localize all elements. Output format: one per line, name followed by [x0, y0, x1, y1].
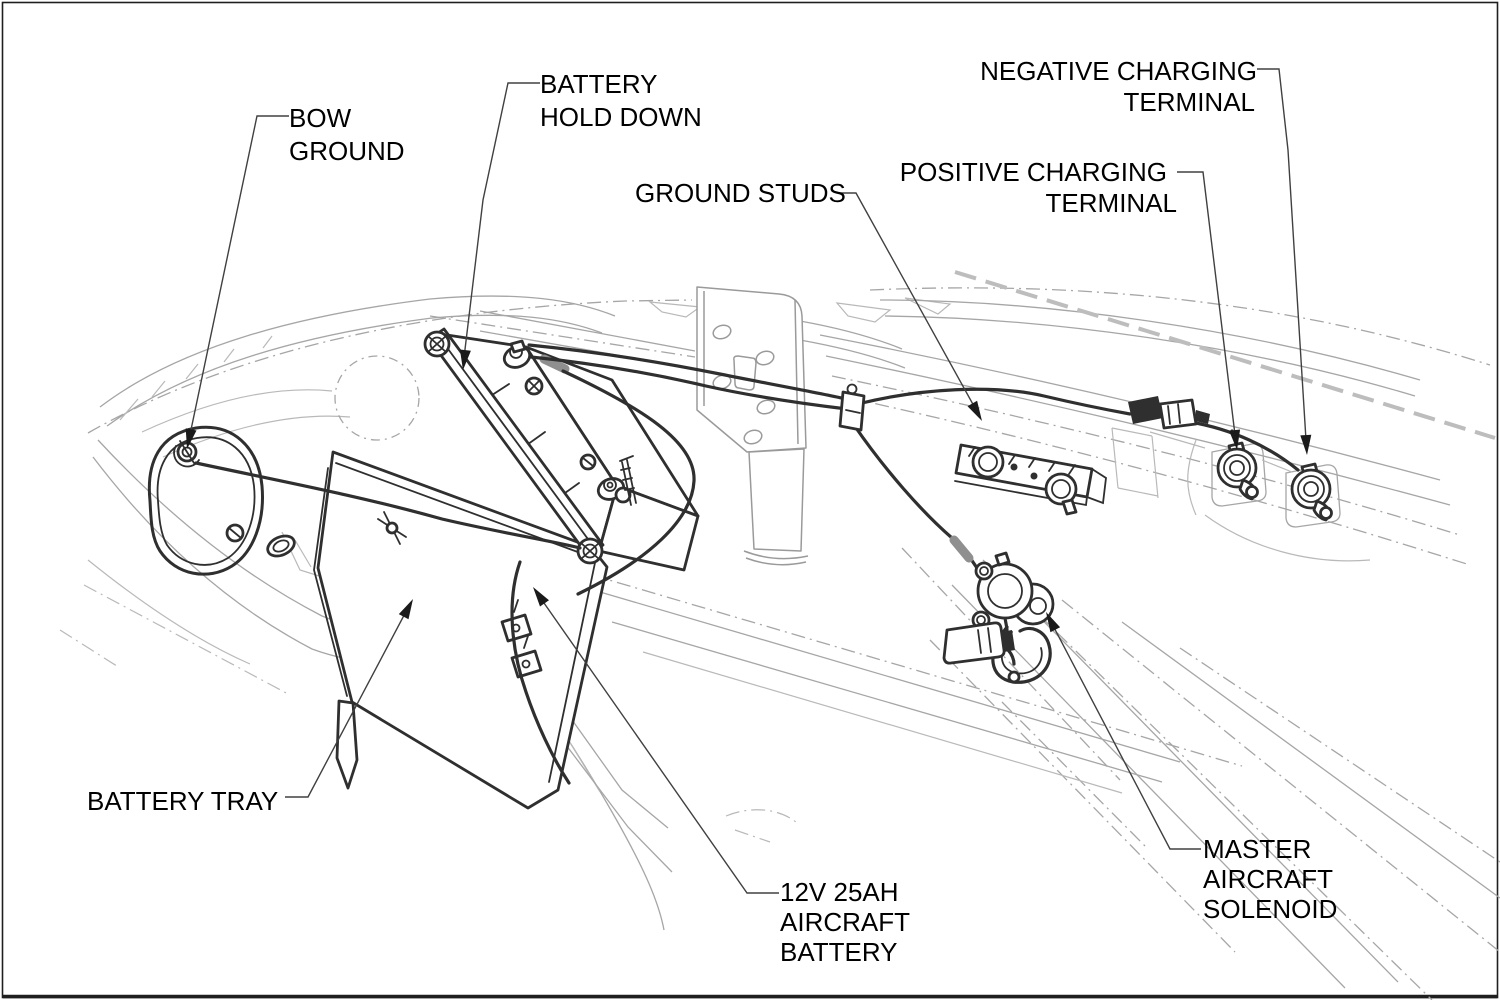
label-negative-charging-terminal-line2: TERMINAL — [1124, 87, 1255, 117]
label-positive-charging-terminal-line2: TERMINAL — [1046, 188, 1177, 218]
label-positive-charging-terminal: POSITIVE CHARGING TERMINAL — [900, 157, 1177, 218]
label-battery-hold-down-line1: BATTERY — [540, 69, 658, 99]
leader-positive-charging-terminal — [1177, 171, 1237, 444]
leader-master-aircraft-solenoid — [1048, 617, 1201, 850]
leader-arrow-negative-charging-terminal — [1300, 434, 1312, 455]
label-positive-charging-terminal-line1: POSITIVE CHARGING — [900, 157, 1167, 187]
label-ground-studs: GROUND STUDS — [635, 178, 846, 208]
ground-studs-assembly — [954, 443, 1107, 516]
leader-bow-ground — [187, 115, 289, 445]
leader-lines — [185, 68, 1312, 894]
leader-arrow-master-aircraft-solenoid — [1046, 612, 1061, 633]
labels: BOW GROUND BATTERY HOLD DOWN GROUND STUD… — [87, 56, 1337, 967]
label-battery-tray-line1: BATTERY TRAY — [87, 786, 278, 816]
leader-negative-charging-terminal — [1257, 68, 1307, 441]
tray-strap — [335, 699, 359, 790]
label-battery-hold-down-line2: HOLD DOWN — [540, 102, 702, 132]
label-negative-charging-terminal-line1: NEGATIVE CHARGING — [980, 56, 1257, 86]
leader-arrow-aircraft-battery — [533, 587, 549, 607]
label-master-aircraft-solenoid-line1: MASTER — [1203, 834, 1311, 864]
leader-arrow-bow-ground — [185, 428, 197, 449]
tray-descending-wire — [510, 560, 571, 785]
ground-stud-left — [971, 445, 1005, 479]
battery-cable-arc — [561, 369, 696, 596]
tray-bolt — [385, 521, 399, 535]
negative-terminal-wire — [1188, 420, 1300, 472]
solenoid-ear-bolt-1 — [974, 561, 994, 581]
master-solenoid-assembly — [942, 551, 1055, 684]
detail-callout-circle — [334, 355, 420, 441]
cable-clamp-1 — [500, 613, 533, 643]
label-bow-ground-line1: BOW — [289, 103, 352, 133]
leader-arrow-battery-hold-down — [459, 349, 471, 370]
solenoid-connector — [942, 621, 1006, 665]
bracket-hole — [712, 324, 732, 340]
wiring — [194, 343, 1300, 785]
leader-aircraft-battery — [536, 592, 779, 894]
label-aircraft-battery-line2: AIRCRAFT — [780, 907, 910, 937]
label-master-aircraft-solenoid-line2: AIRCRAFT — [1203, 864, 1333, 894]
label-master-aircraft-solenoid-line3: SOLENOID — [1203, 894, 1337, 924]
bracket-hole — [743, 429, 763, 445]
solenoid-wire-loop — [991, 625, 1052, 684]
bracket-hole — [712, 374, 732, 390]
bow-ground-wire — [194, 461, 582, 550]
harness-to-connector — [860, 387, 1132, 416]
terminal-nut — [614, 486, 632, 504]
positive-cable-upper — [527, 343, 848, 401]
leader-arrow-positive-charging-terminal — [1229, 429, 1241, 450]
inline-connector-body — [1128, 396, 1163, 424]
leader-arrow-battery-tray — [398, 599, 413, 620]
label-bow-ground-line2: GROUND — [289, 136, 405, 166]
battery-part — [423, 327, 700, 572]
leader-battery-hold-down — [462, 82, 540, 367]
label-ground-studs-line1: GROUND STUDS — [635, 178, 846, 208]
bracket-slot — [733, 355, 757, 391]
label-aircraft-battery: 12V 25AH AIRCRAFT BATTERY — [780, 877, 910, 967]
label-master-aircraft-solenoid: MASTER AIRCRAFT SOLENOID — [1203, 834, 1337, 924]
bow-ground-assembly — [147, 425, 296, 576]
label-battery-hold-down: BATTERY HOLD DOWN — [540, 69, 702, 132]
label-aircraft-battery-line3: BATTERY — [780, 937, 898, 967]
leader-ground-studs — [838, 192, 981, 418]
heat-shrink-band — [949, 535, 974, 563]
bracket-hole — [756, 399, 776, 415]
threaded-rod — [619, 455, 637, 506]
positive-cable-lower — [529, 355, 849, 411]
leader-arrow-ground-studs — [967, 400, 982, 421]
label-bow-ground: BOW GROUND — [289, 103, 405, 166]
label-aircraft-battery-line1: 12V 25AH — [780, 877, 899, 907]
leader-battery-tray — [285, 603, 411, 798]
label-negative-charging-terminal: NEGATIVE CHARGING TERMINAL — [980, 56, 1257, 117]
frame-bracket-plate — [696, 286, 809, 566]
label-battery-tray: BATTERY TRAY — [87, 786, 278, 816]
battery-bottom-band — [597, 484, 700, 572]
ground-stud-right — [1044, 472, 1078, 506]
